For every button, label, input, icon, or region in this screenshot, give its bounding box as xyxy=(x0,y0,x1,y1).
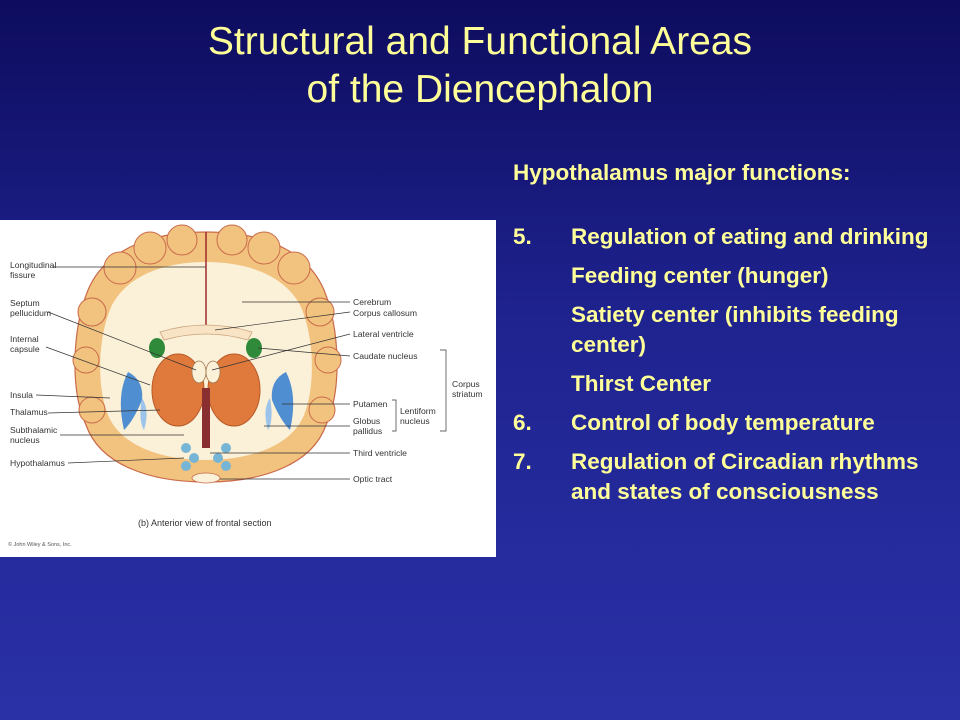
list-heading: Hypothalamus major functions: xyxy=(513,160,851,185)
label-putamen: Putamen xyxy=(353,399,388,409)
label-lentiform-nucleus: Lentiform nucleus xyxy=(400,406,438,426)
slide-title: Structural and Functional Areas of the D… xyxy=(0,18,960,114)
caudate-nucleus-right xyxy=(246,338,262,358)
hypothalamus xyxy=(181,443,231,471)
left-leader-lines xyxy=(35,266,206,464)
corpus-callosum xyxy=(159,324,253,341)
optic-tract xyxy=(191,472,221,484)
functions-list: Hypothalamus major functions: 5. Regulat… xyxy=(513,158,943,516)
list-item-7: 7. Regulation of Circadian rhythms and s… xyxy=(513,447,943,507)
label-cerebrum: Cerebrum xyxy=(353,297,391,307)
label-hypothalamus: Hypothalamus xyxy=(10,458,65,468)
label-thalamus: Thalamus xyxy=(10,407,48,417)
brain-frontal-section-svg: Longitudinal fissure Septum pellucidum I… xyxy=(8,224,483,548)
list-item-number: 5. xyxy=(513,224,532,249)
label-corpus-callosum: Corpus callosum xyxy=(353,308,417,318)
list-item-number: 7. xyxy=(513,449,532,474)
label-subthalamic-nucleus: Subthalamic nucleus xyxy=(10,425,60,445)
label-globus-pallidus: Globus pallidus xyxy=(353,416,383,436)
label-lateral-ventricle: Lateral ventricle xyxy=(353,329,414,339)
right-leader-lines xyxy=(210,301,351,480)
corpus-striatum-bracket xyxy=(440,349,447,432)
list-item-5: 5. Regulation of eating and drinking xyxy=(513,222,943,252)
brain-diagram: Longitudinal fissure Septum pellucidum I… xyxy=(0,220,496,557)
lentiform-bracket xyxy=(392,399,397,432)
label-insula: Insula xyxy=(10,390,33,400)
putamen-right xyxy=(271,372,294,430)
globus-pallidus-right xyxy=(265,398,272,430)
label-septum-pellucidum: Septum pellucidum xyxy=(10,298,51,318)
label-third-ventricle: Third ventricle xyxy=(353,448,407,458)
third-ventricle xyxy=(202,388,210,448)
list-item-text: Regulation of Circadian rhythms and stat… xyxy=(571,449,919,504)
label-caudate-nucleus: Caudate nucleus xyxy=(353,351,418,361)
label-corpus-striatum: Corpus striatum xyxy=(452,379,483,399)
slide-title-line-1: Structural and Functional Areas xyxy=(207,20,753,63)
list-item-text: Control of body temperature xyxy=(571,410,875,435)
lateral-ventricle-right xyxy=(205,360,221,384)
label-internal-capsule: Internal capsule xyxy=(10,334,41,354)
list-item-text: Regulation of eating and drinking xyxy=(571,224,929,249)
list-item-6: 6. Control of body temperature xyxy=(513,408,943,438)
putamen-left xyxy=(120,372,143,430)
lateral-ventricle-left xyxy=(191,360,207,384)
list-item-number: 6. xyxy=(513,410,532,435)
slide-title-line-2: of the Diencephalon xyxy=(306,68,654,111)
label-optic-tract: Optic tract xyxy=(353,474,393,484)
list-subitem-satiety-center: Satiety center (inhibits feeding center) xyxy=(571,302,899,357)
figure-copyright: © John Wiley & Sons, Inc. xyxy=(8,541,72,548)
globus-pallidus-left xyxy=(140,398,147,430)
label-longitudinal-fissure: Longitudinal fissure xyxy=(10,260,59,280)
list-subitem-feeding-center: Feeding center (hunger) xyxy=(571,263,829,288)
figure-caption: (b) Anterior view of frontal section xyxy=(138,518,272,528)
list-subitem-thirst-center: Thirst Center xyxy=(571,371,712,396)
